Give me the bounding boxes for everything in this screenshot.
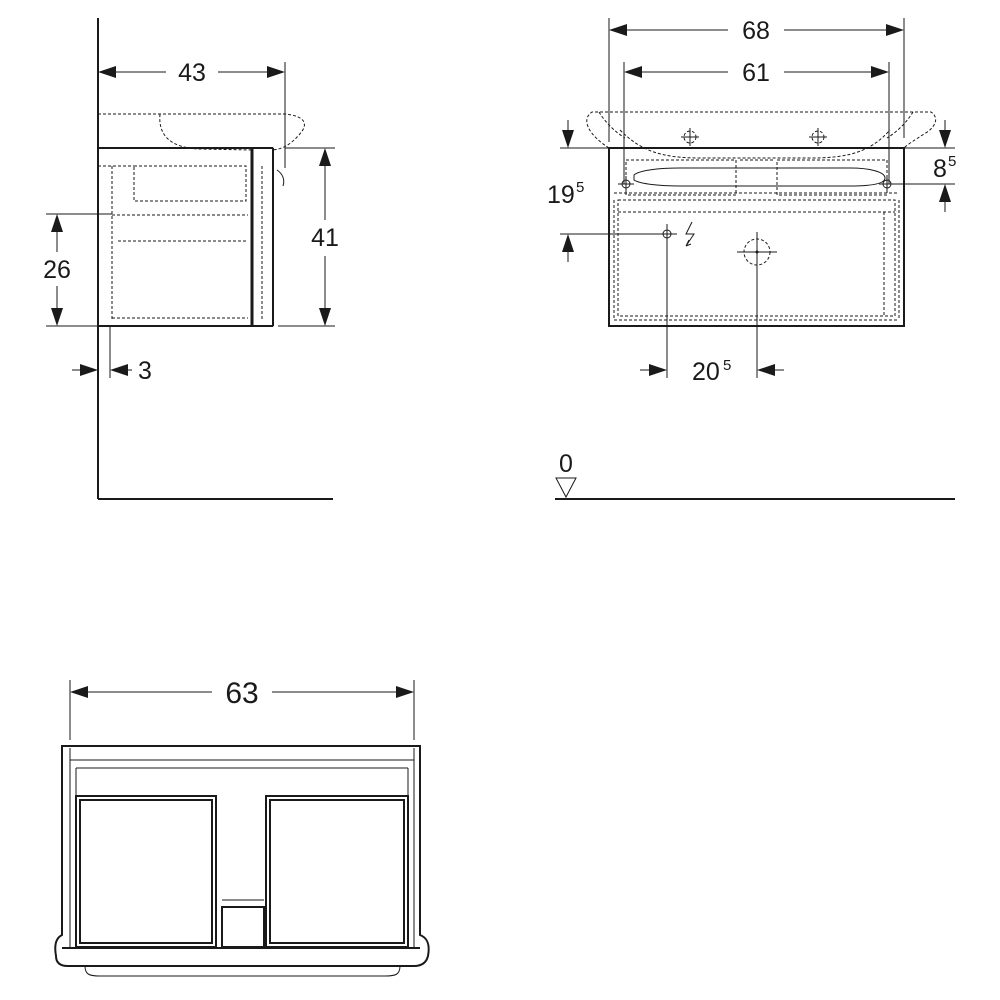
- top-view: 63: [54, 677, 430, 977]
- dim-43-label: 43: [178, 59, 206, 87]
- dim-68-arrow-left: [609, 24, 627, 36]
- tap-hole-right-icon: [809, 128, 827, 146]
- floor-level-label: 0: [559, 450, 573, 478]
- dim-26-arrow-bottom: [51, 308, 63, 326]
- dim-61-label: 61: [742, 59, 770, 87]
- handle-recess: [633, 167, 886, 187]
- mount-point-left-icon: [618, 176, 634, 192]
- dim-41-arrow-bottom: [319, 308, 331, 326]
- washbasin-side-outline: [98, 113, 305, 151]
- cabinet-side-outline: [97, 147, 274, 327]
- internal-box-right: [776, 159, 888, 196]
- dim-63-arrow-right: [396, 686, 414, 698]
- lightning-icon: [685, 221, 695, 247]
- tap-hole-left-icon: [681, 128, 699, 146]
- dim-85-label: 8: [933, 155, 947, 183]
- dim-61-arrow-right: [871, 66, 889, 78]
- dim-26-arrow-top: [51, 214, 63, 232]
- dim-205-label: 20: [692, 358, 720, 386]
- dim-205-arrow-left: [649, 364, 667, 376]
- dim-41-arrow-top: [319, 148, 331, 166]
- dim-43-arrow-left: [98, 66, 116, 78]
- dim-195-sup: 5: [576, 179, 584, 196]
- compartment-left: [75, 795, 217, 948]
- cabinet-top-outline: [54, 745, 430, 967]
- dim-68-label: 68: [742, 17, 770, 45]
- dim-3-arrow-left: [80, 364, 98, 376]
- dim-85-sup: 5: [948, 153, 956, 170]
- dim-43-arrow-right: [267, 66, 285, 78]
- side-view: 43 41 26 3: [43, 18, 339, 500]
- dim-205-arrow-right: [757, 364, 775, 376]
- dim-85-arrow-top: [939, 130, 951, 148]
- internal-drawer-dashed: [133, 165, 247, 202]
- dim-26-label: 26: [43, 256, 71, 284]
- compartment-small: [221, 906, 265, 948]
- dim-41-label: 41: [311, 224, 339, 252]
- dim-3-arrow-right: [110, 364, 128, 376]
- internal-box-left: [625, 159, 737, 196]
- front-view: 68 61 19 5 8 5 20 5: [547, 17, 956, 500]
- washbasin-rim-left: [598, 111, 626, 139]
- dim-195-arrow-bottom: [562, 234, 574, 252]
- compartment-right: [265, 795, 409, 948]
- dim-195-arrow-top: [562, 130, 574, 148]
- floor-level-marker-icon: [555, 477, 577, 499]
- dim-63-label: 63: [225, 677, 258, 710]
- mount-point-right-icon: [879, 176, 895, 192]
- dim-63-arrow-left: [70, 686, 88, 698]
- top-front-plinth: [84, 965, 401, 977]
- dim-205-sup: 5: [723, 357, 731, 374]
- electrical-connection-icon: [657, 224, 677, 244]
- drain-icon: [737, 232, 777, 272]
- dim-195-label: 19: [547, 181, 575, 209]
- washbasin-front-outline: [586, 111, 937, 159]
- dim-85-arrow-bottom: [939, 184, 951, 202]
- washbasin-rim-right: [886, 111, 914, 139]
- dim-61-arrow-left: [624, 66, 642, 78]
- siphon-curve: [276, 169, 285, 187]
- dim-3-label: 3: [138, 357, 152, 385]
- dim-68-arrow-right: [886, 24, 904, 36]
